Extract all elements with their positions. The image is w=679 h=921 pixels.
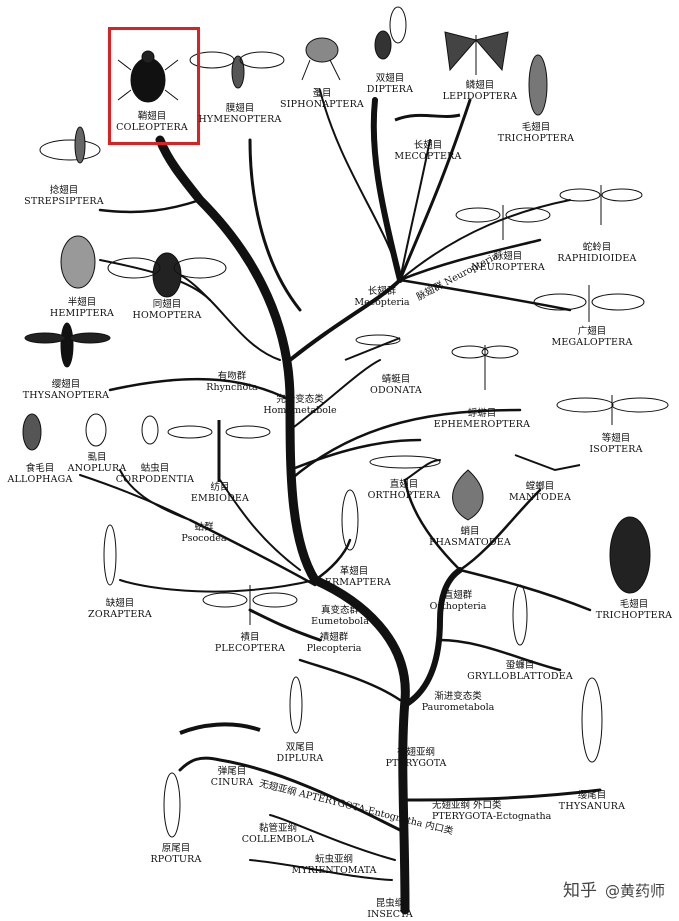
leaf-insect-icon — [453, 470, 483, 520]
wasp-icon — [190, 52, 284, 88]
proturan-icon — [164, 773, 180, 837]
ice-crawler-icon — [513, 585, 527, 645]
booklouse-icon — [142, 416, 158, 444]
silverfish-icon — [582, 678, 602, 762]
snakefly-icon — [560, 185, 642, 225]
louse-icon — [86, 414, 106, 446]
caddisfly-icon — [529, 55, 547, 115]
termite-icon — [557, 395, 668, 425]
mantis-icon — [515, 455, 580, 470]
dobsonfly-icon — [534, 285, 644, 322]
chewing-louse-icon — [23, 414, 41, 450]
fly-icon — [375, 7, 406, 59]
watermark: 知乎 @黄药师 — [563, 876, 667, 901]
diplura-icon — [290, 677, 302, 733]
twisted-wing-icon — [40, 127, 100, 163]
springtail-icon — [180, 724, 260, 733]
watermark-author: @黄药师 — [605, 882, 665, 900]
cicada-icon — [108, 253, 226, 297]
dragonfly-icon — [345, 335, 400, 360]
angel-insect-icon — [104, 525, 116, 585]
grasshopper-icon — [370, 456, 440, 468]
mayfly-icon — [452, 345, 518, 390]
watermark-site: 知乎 — [563, 881, 597, 901]
bug-icon — [61, 236, 95, 288]
cockroach-icon — [610, 517, 650, 593]
butterfly-icon — [445, 32, 508, 75]
scorpionfly-icon — [395, 115, 460, 120]
flea-icon — [302, 38, 340, 80]
thrips-icon — [25, 323, 110, 367]
